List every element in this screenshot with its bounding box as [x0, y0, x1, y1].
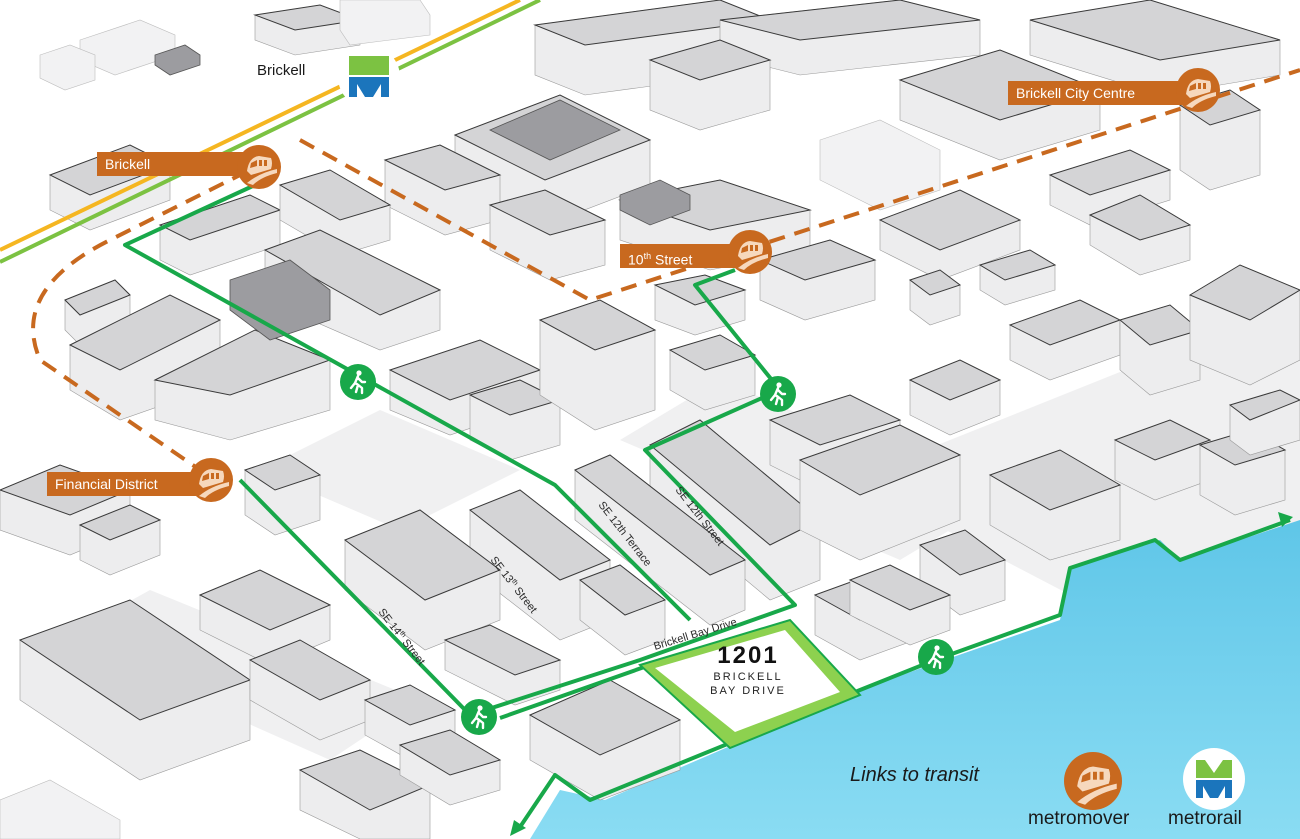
metromover-station-financial-district[interactable]: [189, 458, 233, 502]
route-arrow-east: [1278, 512, 1293, 527]
metromover-route: [31, 68, 1300, 472]
metromover-station-10th-street[interactable]: [728, 230, 772, 274]
metrorail-m-logo-icon: [1196, 760, 1232, 798]
legend-metrorail-label: metrorail: [1168, 808, 1242, 829]
metromover-train-icon: [247, 156, 277, 185]
legend-metromover-icon: [1064, 752, 1122, 810]
metromover-train-icon: [738, 241, 768, 270]
walk-marker-1[interactable]: [340, 364, 376, 400]
walk-marker-3[interactable]: [461, 699, 497, 735]
site-name-line2: BAY DRIVE: [710, 685, 786, 697]
metrorail-m-logo-icon: [349, 56, 389, 97]
site-number: 1201: [717, 642, 779, 669]
walk-marker-2[interactable]: [760, 376, 796, 412]
route-arrow-south: [510, 820, 526, 836]
walking-routes: [123, 183, 1291, 832]
site-label: 1201 BRICKELL BAY DRIVE: [686, 642, 810, 718]
pedestrian-icon: [349, 370, 367, 395]
metromover-train-icon: [1186, 79, 1216, 108]
metromover-station-brickell[interactable]: [237, 145, 281, 189]
site-name-line1: BRICKELL: [713, 671, 783, 683]
metrorail-tracks: [0, 0, 541, 264]
legend-title: Links to transit: [850, 764, 979, 786]
pedestrian-icon: [927, 645, 945, 670]
metrorail-station-marker[interactable]: [338, 46, 400, 108]
metromover-station-label-financial-district: Financial District: [47, 472, 215, 496]
pedestrian-icon: [769, 382, 787, 407]
metromover-station-brickell-city-centre[interactable]: [1176, 68, 1220, 112]
pedestrian-icon: [470, 705, 488, 730]
metromover-train-icon: [1077, 766, 1117, 805]
metromover-station-label-brickell-city-centre: Brickell City Centre: [1008, 81, 1202, 105]
metrorail-station-label: Brickell: [257, 62, 306, 79]
metromover-train-icon: [199, 469, 229, 498]
legend-metrorail-icon: [1183, 748, 1245, 810]
site-parcel: [655, 630, 840, 732]
walk-marker-4[interactable]: [918, 639, 954, 675]
legend-metromover-label: metromover: [1028, 808, 1130, 829]
